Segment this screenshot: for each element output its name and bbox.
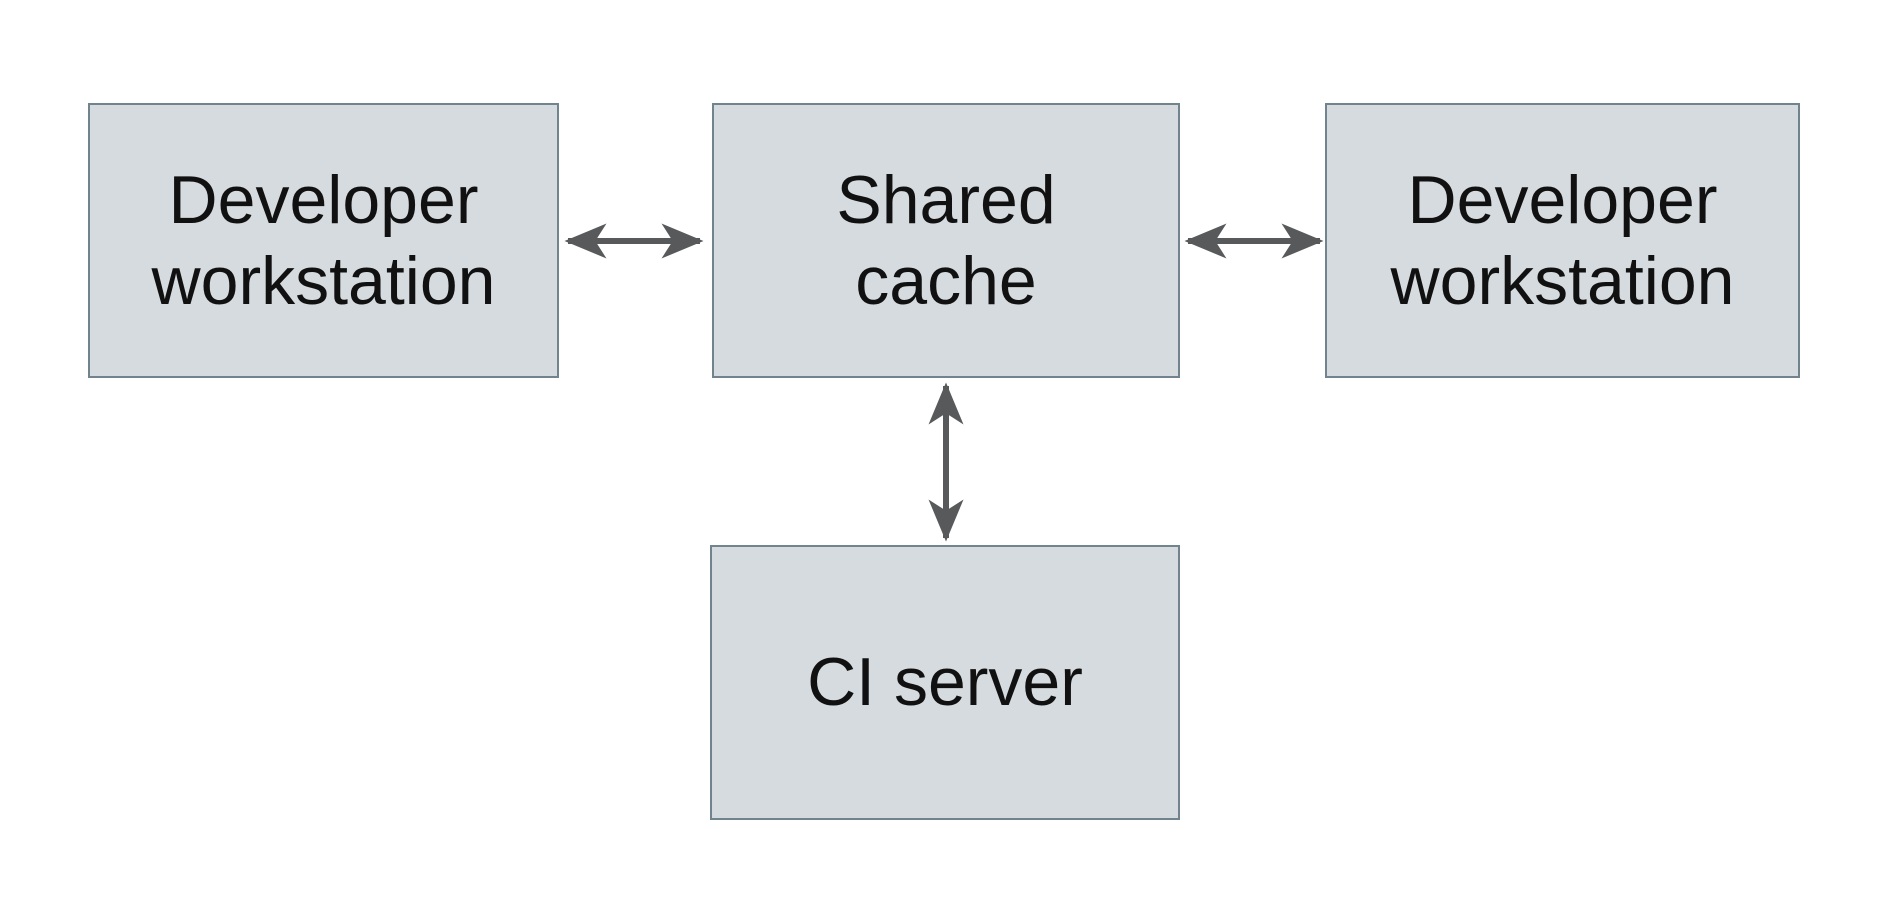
- node-developer-workstation-right: Developer workstation: [1325, 103, 1800, 378]
- node-label-developer-workstation-left: Developer workstation: [151, 162, 496, 319]
- node-label-developer-workstation-right: Developer workstation: [1390, 162, 1735, 319]
- node-developer-workstation-left: Developer workstation: [88, 103, 559, 378]
- node-label-ci-server: CI server: [807, 644, 1083, 721]
- node-ci-server: CI server: [710, 545, 1180, 820]
- node-shared-cache: Shared cache: [712, 103, 1180, 378]
- node-label-shared-cache: Shared cache: [836, 162, 1056, 319]
